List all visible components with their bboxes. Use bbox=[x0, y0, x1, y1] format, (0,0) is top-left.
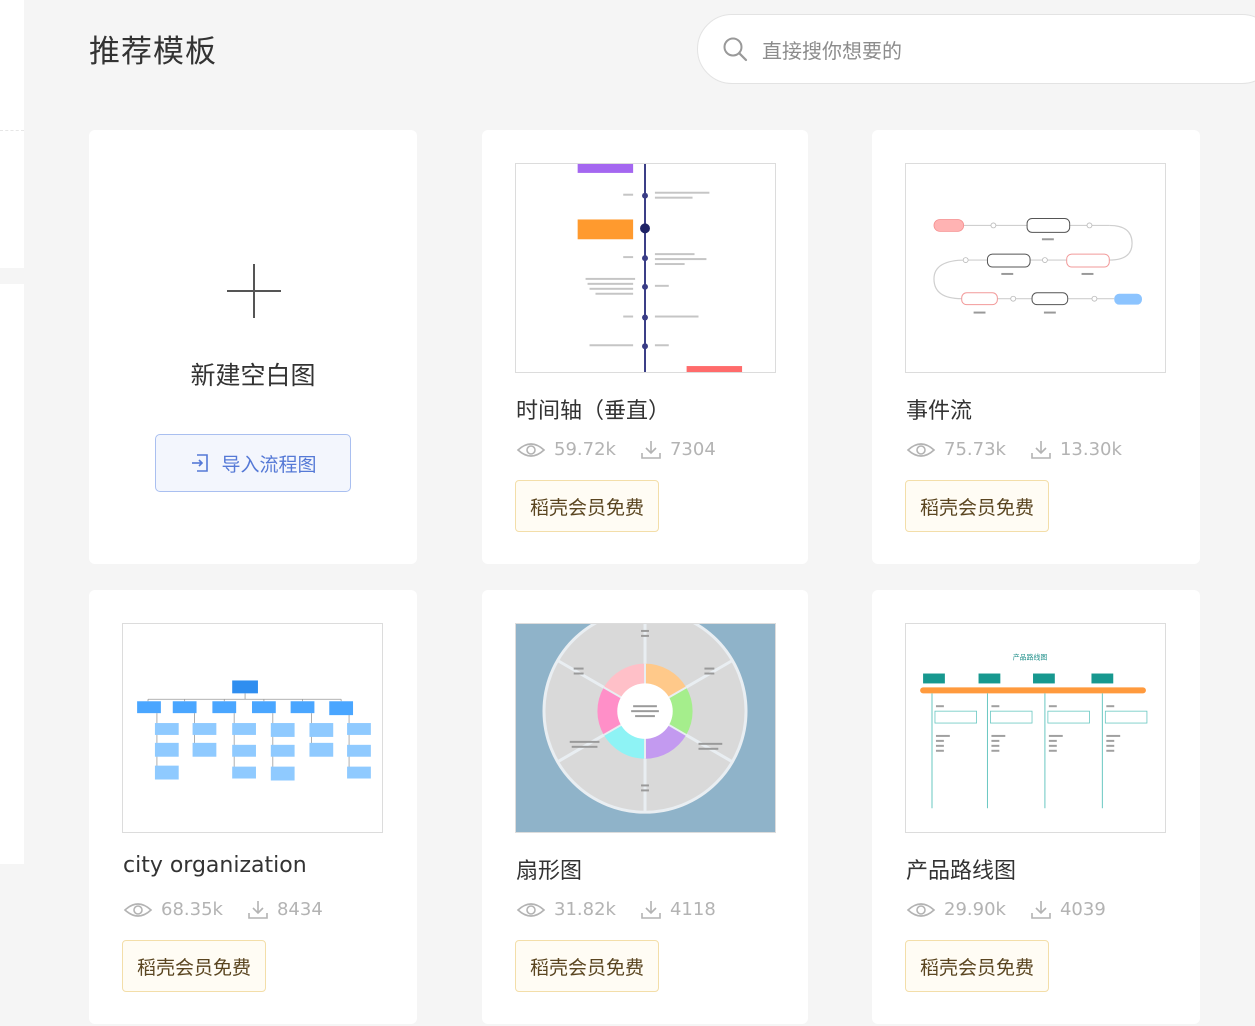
import-icon bbox=[192, 454, 209, 472]
views-count: 29.90k bbox=[944, 899, 1006, 920]
template-title: 事件流 bbox=[906, 399, 973, 424]
views-count: 31.82k bbox=[554, 899, 616, 920]
views-stat: 31.82k bbox=[516, 899, 616, 920]
downloads-stat: 7304 bbox=[640, 439, 716, 460]
views-stat: 68.35k bbox=[123, 899, 223, 920]
views-count: 68.35k bbox=[161, 899, 223, 920]
template-title: 产品路线图 bbox=[906, 859, 1017, 884]
template-thumbnail bbox=[905, 163, 1166, 373]
search-bar[interactable]: 直接搜你想要的 bbox=[697, 14, 1255, 84]
downloads-count: 4118 bbox=[669, 899, 716, 920]
member-free-badge: 稻壳会员免费 bbox=[515, 480, 660, 532]
left-panel-bottom bbox=[0, 284, 24, 864]
downloads-stat: 4039 bbox=[1030, 899, 1106, 920]
template-card[interactable]: 扇形图 31.82k 4118 稻壳会员免费 bbox=[482, 590, 808, 1024]
views-count: 75.73k bbox=[944, 439, 1006, 460]
download-icon bbox=[641, 900, 661, 919]
downloads-count: 7304 bbox=[669, 439, 716, 460]
import-flowchart-button[interactable]: 导入流程图 bbox=[155, 434, 351, 492]
views-stat: 29.90k bbox=[906, 899, 1006, 920]
template-title: 时间轴（垂直） bbox=[516, 399, 671, 424]
search-input[interactable]: 直接搜你想要的 bbox=[762, 38, 902, 63]
downloads-stat: 13.30k bbox=[1030, 439, 1122, 460]
downloads-count: 13.30k bbox=[1059, 439, 1122, 460]
import-button-label: 导入流程图 bbox=[221, 453, 317, 476]
template-card[interactable]: 事件流 75.73k 13.30k 稻壳会员免费 bbox=[872, 130, 1200, 564]
downloads-count: 4039 bbox=[1059, 899, 1106, 920]
page-title: 推荐模板 bbox=[89, 34, 217, 70]
template-stats: 29.90k 4039 bbox=[906, 899, 1106, 920]
template-title: city organization bbox=[123, 853, 307, 878]
plus-icon bbox=[227, 264, 281, 318]
views-stat: 75.73k bbox=[906, 439, 1006, 460]
template-title: 扇形图 bbox=[516, 859, 583, 884]
member-free-badge: 稻壳会员免费 bbox=[905, 940, 1050, 992]
new-blank-title: 新建空白图 bbox=[190, 361, 316, 390]
member-free-badge: 稻壳会员免费 bbox=[122, 940, 267, 992]
eye-icon bbox=[906, 902, 936, 917]
search-icon bbox=[723, 37, 748, 62]
downloads-stat: 8434 bbox=[247, 899, 323, 920]
template-stats: 75.73k 13.30k bbox=[906, 439, 1122, 460]
views-count: 59.72k bbox=[554, 439, 616, 460]
downloads-count: 8434 bbox=[276, 899, 323, 920]
eye-icon bbox=[123, 902, 153, 917]
template-stats: 59.72k 7304 bbox=[516, 439, 716, 460]
eye-icon bbox=[906, 442, 936, 457]
template-thumbnail bbox=[515, 623, 776, 833]
left-panel-top bbox=[0, 0, 24, 268]
template-thumbnail bbox=[122, 623, 383, 833]
template-stats: 68.35k 8434 bbox=[123, 899, 323, 920]
download-icon bbox=[248, 900, 268, 919]
template-stats: 31.82k 4118 bbox=[516, 899, 716, 920]
member-free-badge: 稻壳会员免费 bbox=[905, 480, 1050, 532]
roadmap-thumb-title: 产品路线图 bbox=[1013, 653, 1048, 662]
member-free-badge: 稻壳会员免费 bbox=[515, 940, 660, 992]
download-icon bbox=[1031, 440, 1051, 459]
download-icon bbox=[641, 440, 661, 459]
eye-icon bbox=[516, 902, 546, 917]
template-thumbnail: 产品路线图 bbox=[905, 623, 1166, 833]
eye-icon bbox=[516, 442, 546, 457]
template-card[interactable]: 产品路线图 bbox=[872, 590, 1200, 1024]
download-icon bbox=[1031, 900, 1051, 919]
template-card[interactable]: 时间轴（垂直） 59.72k 7304 稻壳会员免费 bbox=[482, 130, 808, 564]
views-stat: 59.72k bbox=[516, 439, 616, 460]
template-card[interactable]: city organization 68.35k 8434 稻壳会员免费 bbox=[89, 590, 417, 1024]
downloads-stat: 4118 bbox=[640, 899, 716, 920]
template-thumbnail bbox=[515, 163, 776, 373]
new-blank-card[interactable]: 新建空白图 导入流程图 bbox=[89, 130, 417, 564]
